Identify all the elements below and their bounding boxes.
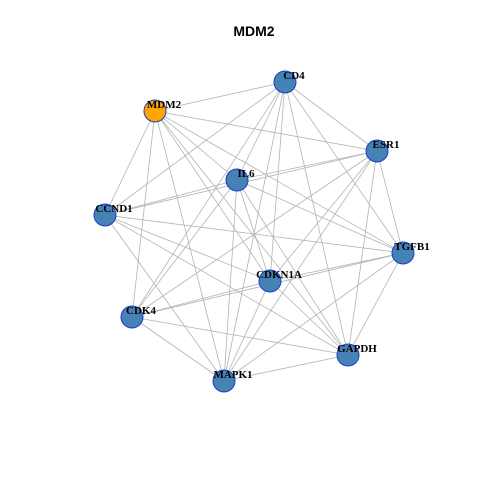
edge-cdkn1a-cdk4 bbox=[131, 280, 271, 318]
edge-il6-tgfb1 bbox=[236, 179, 404, 254]
edge-mdm2-cdkn1a bbox=[154, 110, 271, 282]
node-label-mdm2: MDM2 bbox=[147, 99, 182, 111]
node-il6[interactable] bbox=[225, 168, 249, 192]
node-mdm2[interactable] bbox=[143, 99, 167, 123]
edge-cd4-cdk4 bbox=[131, 81, 286, 318]
edge-cdkn1a-mapk1 bbox=[223, 280, 271, 382]
node-label-cdkn1a: CDKN1A bbox=[256, 269, 302, 281]
edge-tgfb1-mapk1 bbox=[223, 252, 404, 382]
node-cdk4[interactable] bbox=[120, 305, 144, 329]
edge-esr1-gapdh bbox=[347, 150, 378, 356]
node-label-ccnd1: CCND1 bbox=[95, 203, 132, 215]
edge-mdm2-gapdh bbox=[154, 110, 349, 356]
edge-mdm2-cdk4 bbox=[131, 110, 156, 318]
edge-cd4-ccnd1 bbox=[104, 81, 286, 216]
edge-esr1-cdkn1a bbox=[269, 150, 378, 282]
edge-il6-mapk1 bbox=[223, 179, 238, 382]
node-label-tgfb1: TGFB1 bbox=[394, 241, 429, 253]
node-mapk1[interactable] bbox=[212, 369, 236, 393]
edge-cd4-il6 bbox=[236, 81, 286, 181]
edge-ccnd1-gapdh bbox=[104, 214, 349, 356]
nodes-layer bbox=[93, 70, 415, 393]
edge-cd4-esr1 bbox=[284, 81, 378, 152]
node-cdkn1a[interactable] bbox=[258, 269, 282, 293]
edge-mdm2-ccnd1 bbox=[104, 110, 156, 216]
edge-il6-cdk4 bbox=[131, 179, 238, 318]
edge-gapdh-mapk1 bbox=[223, 354, 349, 382]
node-label-mapk1: MAPK1 bbox=[213, 369, 252, 381]
edge-cdk4-gapdh bbox=[131, 316, 349, 356]
node-label-cd4: CD4 bbox=[283, 70, 305, 82]
edge-cdk4-mapk1 bbox=[131, 316, 225, 382]
edge-cd4-mapk1 bbox=[223, 81, 286, 382]
edge-mdm2-esr1 bbox=[154, 110, 378, 152]
edge-ccnd1-mapk1 bbox=[104, 214, 225, 382]
edge-mdm2-mapk1 bbox=[154, 110, 225, 382]
node-label-esr1: ESR1 bbox=[373, 139, 400, 151]
edge-il6-ccnd1 bbox=[104, 179, 238, 216]
edge-il6-cdkn1a bbox=[236, 179, 271, 282]
edges-layer bbox=[104, 81, 404, 382]
edge-cdkn1a-gapdh bbox=[269, 280, 349, 356]
edge-ccnd1-cdkn1a bbox=[104, 214, 271, 282]
edge-esr1-tgfb1 bbox=[376, 150, 404, 254]
edge-mdm2-cd4 bbox=[154, 81, 286, 112]
node-ccnd1[interactable] bbox=[93, 203, 117, 227]
edge-tgfb1-cdkn1a bbox=[269, 252, 404, 282]
edge-mdm2-tgfb1 bbox=[154, 110, 404, 254]
node-label-cdk4: CDK4 bbox=[126, 305, 156, 317]
node-label-gapdh: GAPDH bbox=[337, 343, 377, 355]
node-cd4[interactable] bbox=[273, 70, 297, 94]
node-tgfb1[interactable] bbox=[391, 241, 415, 265]
node-gapdh[interactable] bbox=[336, 343, 360, 367]
edge-cd4-tgfb1 bbox=[284, 81, 404, 254]
node-label-il6: IL6 bbox=[237, 168, 255, 180]
edge-esr1-mapk1 bbox=[223, 150, 378, 382]
edge-esr1-il6 bbox=[236, 150, 378, 181]
edge-il6-gapdh bbox=[236, 179, 349, 356]
edge-ccnd1-tgfb1 bbox=[104, 214, 404, 254]
edge-cd4-gapdh bbox=[284, 81, 349, 356]
graph-title: MDM2 bbox=[233, 23, 274, 39]
edge-mdm2-il6 bbox=[154, 110, 238, 181]
edge-tgfb1-gapdh bbox=[347, 252, 404, 356]
node-esr1[interactable] bbox=[365, 139, 389, 163]
edge-cd4-cdkn1a bbox=[269, 81, 286, 282]
